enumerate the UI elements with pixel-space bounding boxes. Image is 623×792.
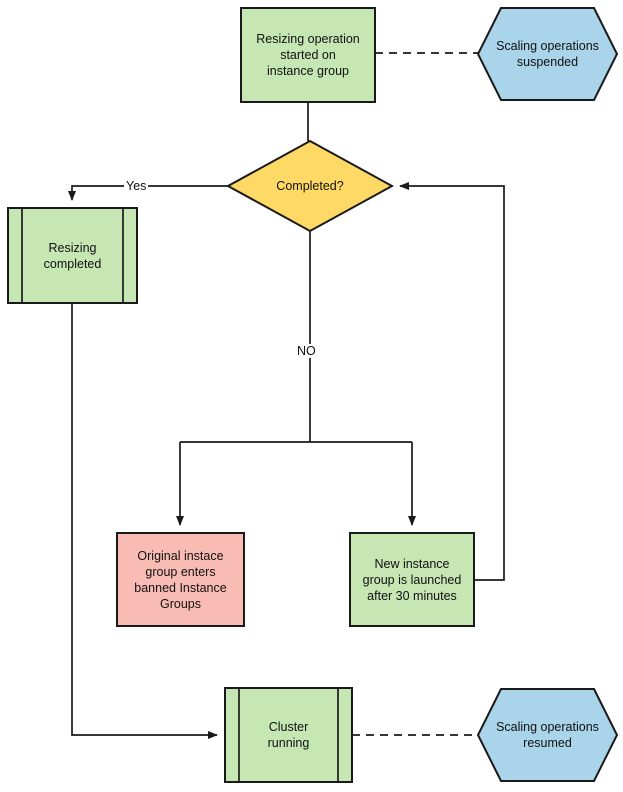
node-resizing-completed: [7, 207, 138, 304]
node-completed-decision: [225, 139, 395, 233]
edge-label-yes: Yes: [124, 179, 149, 193]
edge-label-no: NO: [295, 344, 318, 358]
node-new-group-launched: [349, 532, 475, 627]
connector-decision-yes: [68, 185, 228, 201]
node-cluster-running: [224, 687, 353, 783]
node-resizing-started: [240, 7, 376, 103]
connector-completed-to-cluster: [71, 303, 218, 739]
node-scaling-resumed: [476, 688, 619, 782]
connector-loopback: [399, 182, 505, 581]
node-scaling-suspended: [476, 7, 619, 101]
node-original-group-banned: [116, 532, 245, 627]
